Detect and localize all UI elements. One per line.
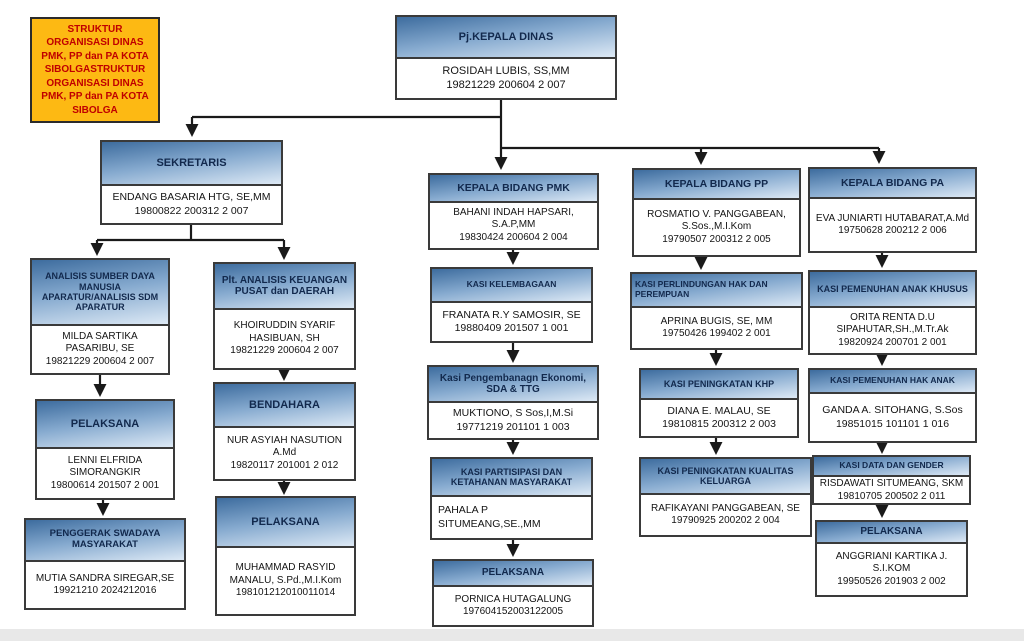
person-nip: 19820924 200701 2 001 [838, 336, 947, 348]
person-name: BAHANI INDAH HAPSARI, S.A.P,MM [453, 206, 574, 231]
box-title: KASI PEMENUHAN HAK ANAK [810, 370, 975, 394]
person-name: GANDA A. SITOHANG, S.Sos [822, 404, 963, 417]
person-nip: 19750426 199402 2 001 [662, 328, 771, 339]
org-box-analis-keuangan: Plt. ANALISIS KEUANGAN PUSAT dan DAERAH … [213, 262, 356, 370]
box-title: KASI KELEMBAGAAN [432, 269, 591, 303]
box-title: PELAKSANA [37, 401, 173, 449]
person-name: PORNICA HUTAGALUNG [454, 593, 572, 605]
box-title: Pj.KEPALA DINAS [397, 17, 615, 59]
person-nip: 19771219 201101 1 003 [456, 420, 570, 433]
person-name: MUKTIONO, S Sos,I,M.Si [452, 407, 574, 420]
box-title: Plt. ANALISIS KEUANGAN PUSAT dan DAERAH [215, 264, 354, 310]
person-nip: 19821229 200604 2 007 [45, 355, 155, 367]
person-name: DIANA E. MALAU, SE [667, 404, 771, 417]
box-title: KASI PENINGKATAN KHP [641, 370, 797, 400]
person-nip: 19790507 200312 2 005 [662, 233, 771, 245]
person-nip: 19790925 200202 2 004 [671, 515, 780, 526]
org-box-kabid-pp: KEPALA BIDANG PP ROSMATIO V. PANGGABEAN,… [632, 168, 801, 257]
person-name: EVA JUNIARTI HUTABARAT,A.Md [815, 212, 970, 224]
person-nip: 19851015 101101 1 016 [835, 417, 950, 430]
person-name: ROSIDAH LUBIS, SS,MM [442, 64, 570, 77]
org-box-kabid-pa: KEPALA BIDANG PA EVA JUNIARTI HUTABARAT,… [808, 167, 977, 253]
person-nip: 19821229 200604 2 007 [446, 78, 566, 91]
person-nip: 19750628 200212 2 006 [838, 225, 947, 236]
org-box-pelaksana-pmk: PELAKSANA PORNICA HUTAGALUNG 19760415200… [432, 559, 594, 627]
box-title: Kasi Pengembanagn Ekonomi, SDA & TTG [429, 367, 597, 403]
person-name: KHOIRUDDIN SYARIF HASIBUAN, SH [233, 320, 336, 344]
chart-title-legend: STRUKTUR ORGANISASI DINAS PMK, PP dan PA… [30, 17, 160, 123]
person-nip: 198101212010011014 [235, 587, 336, 599]
org-box-kasi-kualitas-keluarga: KASI PENINGKATAN KUALITAS KELUARGA RAFIK… [639, 457, 812, 537]
box-title: SEKRETARIS [102, 142, 281, 186]
person-name: ANGGRIANI KARTIKA J. S.I.KOM [835, 550, 948, 575]
person-nip: 19800822 200312 2 007 [134, 204, 249, 217]
person-name: MUHAMMAD RASYID MANALU, S.Pd.,M.I.Kom [229, 562, 342, 586]
person-nip: 19800614 201507 2 001 [50, 479, 160, 491]
bottom-edge-strip [0, 629, 1024, 641]
org-box-pelaksana-sekretariat: PELAKSANA LENNI ELFRIDA SIMORANGKIR 1980… [35, 399, 175, 500]
person-nip: 19880409 201507 1 001 [454, 322, 569, 334]
box-title: PELAKSANA [434, 561, 592, 587]
person-nip: 19821229 200604 2 007 [230, 345, 339, 357]
person-name: FRANATA R.Y SAMOSIR, SE [442, 308, 581, 321]
box-title: PELAKSANA [217, 498, 354, 548]
person-name: RAFIKAYANI PANGGABEAN, SE [651, 502, 800, 514]
person-name: RISDAWATI SITUMEANG, SKM [819, 478, 964, 489]
org-box-kasi-peningkatan-khp: KASI PENINGKATAN KHP DIANA E. MALAU, SE … [639, 368, 799, 438]
person-name: APRINA BUGIS, SE, MM [660, 315, 773, 327]
box-title: KASI PEMENUHAN ANAK KHUSUS [810, 272, 975, 308]
org-box-penggerak-swadaya: PENGGERAK SWADAYA MASYARAKAT MUTIA SANDR… [24, 518, 186, 610]
box-title: PELAKSANA [817, 522, 966, 544]
box-title: ANALISIS SUMBER DAYA MANUSIA APARATUR/AN… [32, 260, 168, 326]
person-name: NUR ASYIAH NASUTION A.Md [226, 434, 343, 459]
box-title: BENDAHARA [215, 384, 354, 428]
person-nip: 19921210 2024212016 [53, 585, 157, 596]
box-title: KASI DATA DAN GENDER [814, 457, 969, 477]
org-box-kasi-anak-khusus: KASI PEMENUHAN ANAK KHUSUS ORITA RENTA D… [808, 270, 977, 355]
org-box-kepala-dinas: Pj.KEPALA DINAS ROSIDAH LUBIS, SS,MM 198… [395, 15, 617, 100]
org-box-bendahara: BENDAHARA NUR ASYIAH NASUTION A.Md 19820… [213, 382, 356, 481]
box-title: KEPALA BIDANG PP [634, 170, 799, 200]
box-title: KASI PARTISIPASI DAN KETAHANAN MASYARAKA… [432, 459, 591, 497]
box-title: PENGGERAK SWADAYA MASYARAKAT [26, 520, 184, 562]
org-box-kasi-perlindungan-hak: KASI PERLINDUNGAN HAK DAN PEREMPUAN APRI… [630, 272, 803, 350]
org-box-kasi-ekonomi-sda-ttg: Kasi Pengembanagn Ekonomi, SDA & TTG MUK… [427, 365, 599, 440]
box-title: KASI PERLINDUNGAN HAK DAN PEREMPUAN [632, 274, 801, 308]
box-title: KASI PENINGKATAN KUALITAS KELUARGA [641, 459, 810, 495]
person-name: ENDANG BASARIA HTG, SE,MM [112, 191, 271, 204]
org-box-kabid-pmk: KEPALA BIDANG PMK BAHANI INDAH HAPSARI, … [428, 173, 599, 250]
org-box-kasi-data-gender: KASI DATA DAN GENDER RISDAWATI SITUMEANG… [812, 455, 971, 505]
box-title: KEPALA BIDANG PMK [430, 175, 597, 203]
org-box-pelaksana-bendahara: PELAKSANA MUHAMMAD RASYID MANALU, S.Pd.,… [215, 496, 356, 616]
person-name: ROSMATIO V. PANGGABEAN, S.Sos.,M.I.Kom [647, 208, 786, 233]
person-nip: 197604152003122005 [462, 606, 564, 617]
org-box-pelaksana-pa: PELAKSANA ANGGRIANI KARTIKA J. S.I.KOM 1… [815, 520, 968, 597]
org-box-analis-sdm: ANALISIS SUMBER DAYA MANUSIA APARATUR/AN… [30, 258, 170, 375]
person-name: ORITA RENTA D.U SIPAHUTAR,SH.,M.Tr.Ak [836, 311, 949, 336]
person-nip: 19830424 200604 2 004 [459, 231, 568, 243]
person-nip: 19820117 201001 2 012 [230, 459, 339, 471]
person-name: MILDA SARTIKA PASARIBU, SE [62, 330, 138, 355]
person-name: MUTIA SANDRA SIREGAR,SE [35, 572, 175, 584]
person-nip: 19950526 201903 2 002 [837, 575, 946, 587]
org-box-kasi-partisipasi: KASI PARTISIPASI DAN KETAHANAN MASYARAKA… [430, 457, 593, 540]
person-nip: 19810815 200312 2 003 [662, 418, 776, 430]
person-name: LENNI ELFRIDA SIMORANGKIR [67, 454, 143, 479]
org-box-kasi-hak-anak: KASI PEMENUHAN HAK ANAK GANDA A. SITOHAN… [808, 368, 977, 443]
box-title: KEPALA BIDANG PA [810, 169, 975, 199]
org-box-kasi-kelembagaan: KASI KELEMBAGAAN FRANATA R.Y SAMOSIR, SE… [430, 267, 593, 343]
org-box-sekretaris: SEKRETARIS ENDANG BASARIA HTG, SE,MM 198… [100, 140, 283, 225]
person-nip: 19810705 200502 2 011 [837, 490, 946, 502]
person-name: PAHALA P SITUMEANG,SE.,MM [438, 504, 541, 530]
